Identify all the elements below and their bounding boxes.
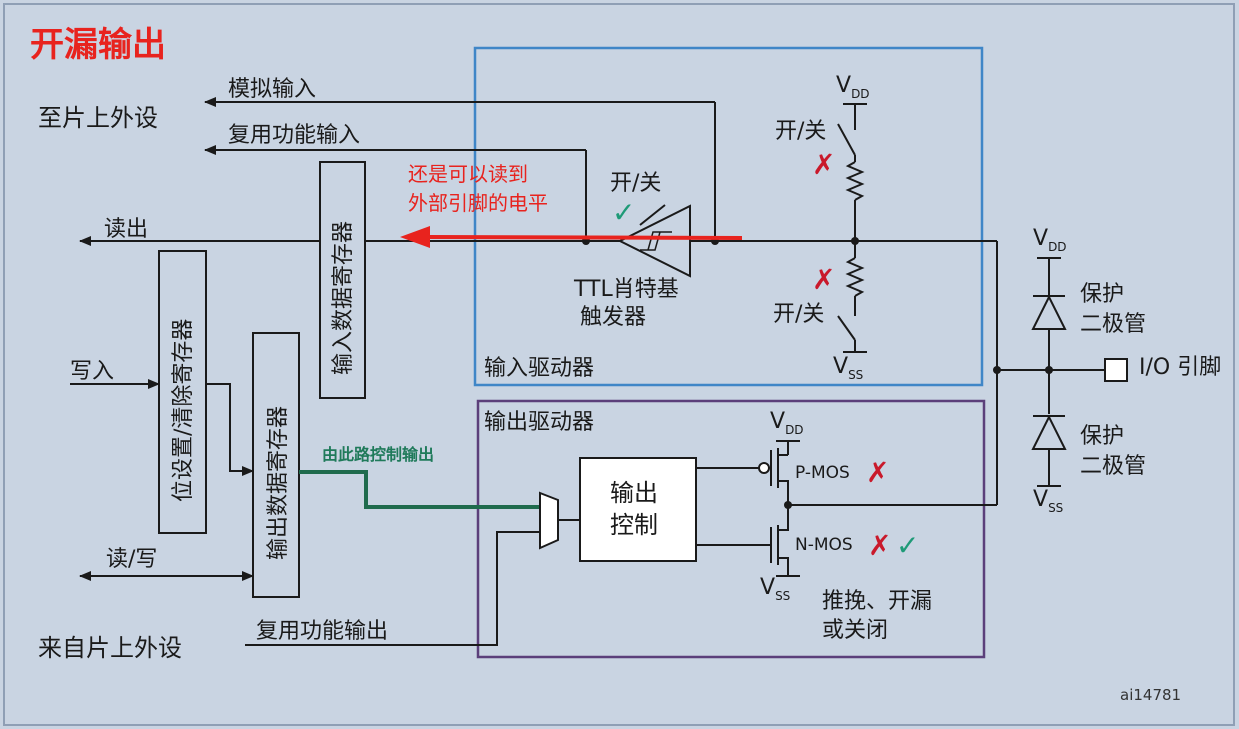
ttl-schmitt-label-2: 触发器 [580, 305, 646, 330]
nmos-label: N-MOS [795, 535, 853, 555]
analog-input-label: 模拟输入 [228, 77, 316, 102]
protection-diode-upper [1031, 294, 1067, 330]
io-pin-label: I/O 引脚 [1139, 355, 1221, 380]
output-control-label-2: 控制 [610, 511, 658, 539]
io-pin-box [1104, 358, 1128, 382]
pulldown-resistor [845, 257, 865, 297]
output-control-label-1: 输出 [610, 479, 658, 507]
pullup-resistor [845, 161, 865, 201]
protect-diode-2b: 二极管 [1080, 454, 1146, 479]
alt-func-output-line [245, 531, 540, 646]
vss-input-label: VSS [833, 354, 863, 382]
vdd-top-label: VDD [836, 73, 870, 101]
schmitt-switch-label: 开/关 [610, 171, 661, 196]
cross-mark-pullup: ✗ [812, 148, 835, 181]
check-mark-nmos: ✓ [896, 529, 919, 562]
read-write-label: 读/写 [106, 547, 157, 572]
alt-func-output-label: 复用功能输出 [256, 619, 388, 644]
input-driver-box [473, 46, 984, 387]
read-out-label: 读出 [104, 217, 148, 242]
vdd-out-label: VDD [770, 409, 804, 437]
read-note-line2: 外部引脚的电平 [408, 191, 548, 215]
protect-diode-2a: 保护 [1080, 424, 1124, 449]
protection-diode-lower [1031, 414, 1067, 450]
page-title: 开漏输出 [30, 25, 166, 65]
vdd-right-label: VDD [1033, 226, 1067, 254]
output-mux [539, 491, 559, 550]
from-peripheral-label: 来自片上外设 [38, 634, 182, 662]
to-peripheral-label: 至片上外设 [38, 104, 158, 132]
output-data-register-label: 输出数据寄存器 [266, 406, 291, 560]
vss-out-label: VSS [760, 575, 790, 603]
bit-set-reset-label: 位设置/清除寄存器 [171, 319, 196, 502]
mode-label-2: 或关闭 [822, 618, 888, 643]
pullup-switch [837, 123, 856, 156]
output-driver-box [476, 399, 986, 659]
input-data-register [319, 161, 366, 399]
pmos-label: P-MOS [795, 463, 850, 483]
mode-label-1: 推挽、开漏 [822, 589, 932, 614]
read-arrow-red [427, 235, 743, 240]
figure-code: ai14781 [1120, 686, 1181, 704]
protect-diode-1a: 保护 [1080, 282, 1124, 307]
bit-set-reset-register [158, 250, 207, 534]
vss-right-label: VSS [1033, 487, 1063, 515]
write-in-label: 写入 [70, 359, 114, 384]
outer-frame [3, 3, 1235, 726]
ttl-schmitt-label-1: TTL肖特基 [573, 277, 679, 302]
pulldown-switch [837, 315, 856, 341]
alt-func-input-label: 复用功能输入 [228, 123, 360, 148]
check-mark-schmitt: ✓ [612, 196, 635, 229]
pullup-switch-label: 开/关 [775, 119, 826, 144]
input-data-register-label: 输入数据寄存器 [331, 221, 356, 375]
output-driver-label: 输出驱动器 [484, 410, 594, 435]
output-control-block [579, 457, 697, 562]
pulldown-switch-label: 开/关 [773, 302, 824, 327]
output-data-register [252, 332, 300, 598]
cross-mark-nmos: ✗ [868, 529, 891, 562]
protect-diode-1b: 二极管 [1080, 312, 1146, 337]
input-driver-label: 输入驱动器 [484, 356, 594, 381]
control-note: 由此路控制输出 [322, 445, 434, 464]
read-note-line1: 还是可以读到 [408, 162, 528, 186]
cross-mark-pulldown: ✗ [812, 263, 835, 296]
control-path-green [299, 470, 540, 509]
cross-mark-pmos: ✗ [866, 456, 889, 489]
